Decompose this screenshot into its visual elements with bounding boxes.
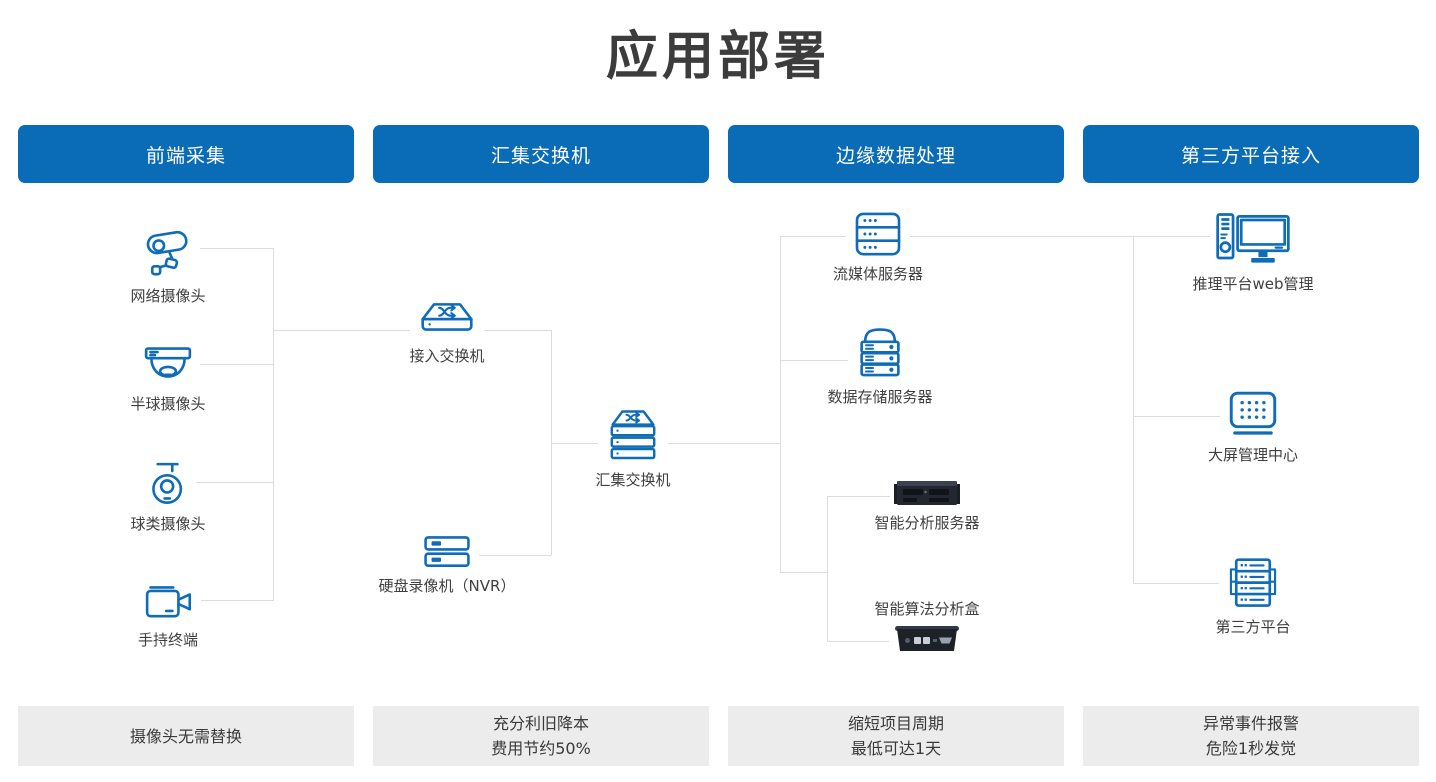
connector-line: [1133, 583, 1225, 584]
footer-line: 摄像头无需替换: [129, 726, 242, 746]
connector-line: [827, 496, 828, 641]
video-camera-icon: [135, 584, 201, 624]
analysis-box-photo: [889, 624, 965, 654]
network-switch-icon: [410, 300, 484, 340]
connector-line: [196, 482, 273, 483]
connector-line: [780, 360, 852, 361]
connector-line: [780, 572, 827, 573]
node-label: 硬盘录像机（NVR）: [378, 577, 516, 595]
column-header-thirdparty-access: 第三方平台接入: [1083, 125, 1419, 183]
ptz-ball-camera-icon: [140, 458, 196, 508]
node-ai-algorithm-box: 智能算法分析盒: [852, 598, 1002, 654]
footer-line: 缩短项目周期: [847, 714, 944, 733]
footer-line: 异常事件报警: [1202, 714, 1299, 733]
node-label: 数据存储服务器: [827, 388, 933, 406]
led-wall-icon: [1220, 389, 1286, 439]
dome-camera-icon: [136, 344, 200, 388]
connector-line: [827, 641, 895, 642]
rack-server-photo: [890, 479, 964, 507]
node-streaming-server: 流媒体服务器: [803, 210, 953, 284]
node-inference-platform: 推理平台web管理: [1178, 210, 1328, 294]
footer-line: 充分利旧降本: [492, 714, 589, 733]
footer-edge-benefit: 缩短项目周期 最低可达1天: [728, 706, 1064, 766]
page-title: 应用部署: [605, 27, 830, 87]
node-label: 智能算法分析盒: [874, 600, 980, 618]
node-label: 流媒体服务器: [832, 265, 923, 283]
platform-server-icon: [1219, 556, 1287, 611]
node-label: 接入交换机: [409, 347, 485, 365]
column-header-edge-processing: 边缘数据处理: [728, 125, 1064, 183]
stacked-switch-icon: [598, 408, 668, 464]
node-label: 半球摄像头: [130, 395, 206, 413]
connector-line: [273, 248, 274, 601]
node-label: 手持终端: [137, 631, 198, 649]
node-ball-camera: 球类摄像头: [93, 458, 243, 534]
node-label: 大屏管理中心: [1207, 446, 1298, 464]
connector-line: [551, 330, 552, 555]
node-label: 智能分析服务器: [874, 514, 980, 532]
node-label: 推理平台web管理: [1192, 275, 1314, 293]
node-handheld-terminal: 手持终端: [93, 584, 243, 650]
node-label: 第三方平台: [1215, 618, 1291, 636]
desktop-computer-icon: [1210, 210, 1296, 268]
storage-server-icon: [848, 327, 912, 381]
footer-line: 费用节约50%: [491, 739, 591, 758]
connector-line: [780, 236, 1218, 237]
footer-line: 最低可达1天: [850, 739, 942, 758]
node-storage-server: 数据存储服务器: [805, 327, 955, 407]
node-label: 球类摄像头: [130, 515, 206, 533]
node-third-party-platform: 第三方平台: [1178, 556, 1328, 637]
footer-frontend-benefit: 摄像头无需替换: [18, 706, 354, 766]
node-access-switch: 接入交换机: [372, 300, 522, 366]
column-header-frontend-collection: 前端采集: [18, 125, 354, 183]
node-aggregation-switch: 汇集交换机: [558, 408, 708, 490]
nvr-recorder-icon: [415, 534, 479, 570]
node-nvr: 硬盘录像机（NVR）: [362, 534, 532, 596]
node-network-camera: 网络摄像头: [93, 228, 243, 306]
connector-line: [196, 600, 273, 601]
connector-line: [1133, 416, 1228, 417]
node-dome-camera: 半球摄像头: [93, 344, 243, 414]
node-big-screen-center: 大屏管理中心: [1178, 389, 1328, 465]
footer-switch-benefit: 充分利旧降本 费用节约50%: [373, 706, 709, 766]
node-label: 汇集交换机: [595, 471, 671, 489]
node-label: 网络摄像头: [130, 287, 206, 305]
connector-line: [1133, 237, 1134, 583]
connector-line: [196, 248, 273, 249]
connector-line: [196, 364, 273, 365]
node-ai-analysis-server: 智能分析服务器: [852, 479, 1002, 533]
column-header-aggregation-switch: 汇集交换机: [373, 125, 709, 183]
server-rack-icon: [846, 210, 910, 258]
footer-thirdparty-benefit: 异常事件报警 危险1秒发觉: [1083, 706, 1419, 766]
connector-line: [827, 496, 895, 497]
connector-line: [551, 443, 609, 444]
connector-line: [660, 443, 780, 444]
bullet-camera-icon: [136, 228, 200, 280]
connector-line: [780, 236, 781, 572]
connector-line: [475, 555, 551, 556]
footer-line: 危险1秒发觉: [1205, 739, 1297, 758]
